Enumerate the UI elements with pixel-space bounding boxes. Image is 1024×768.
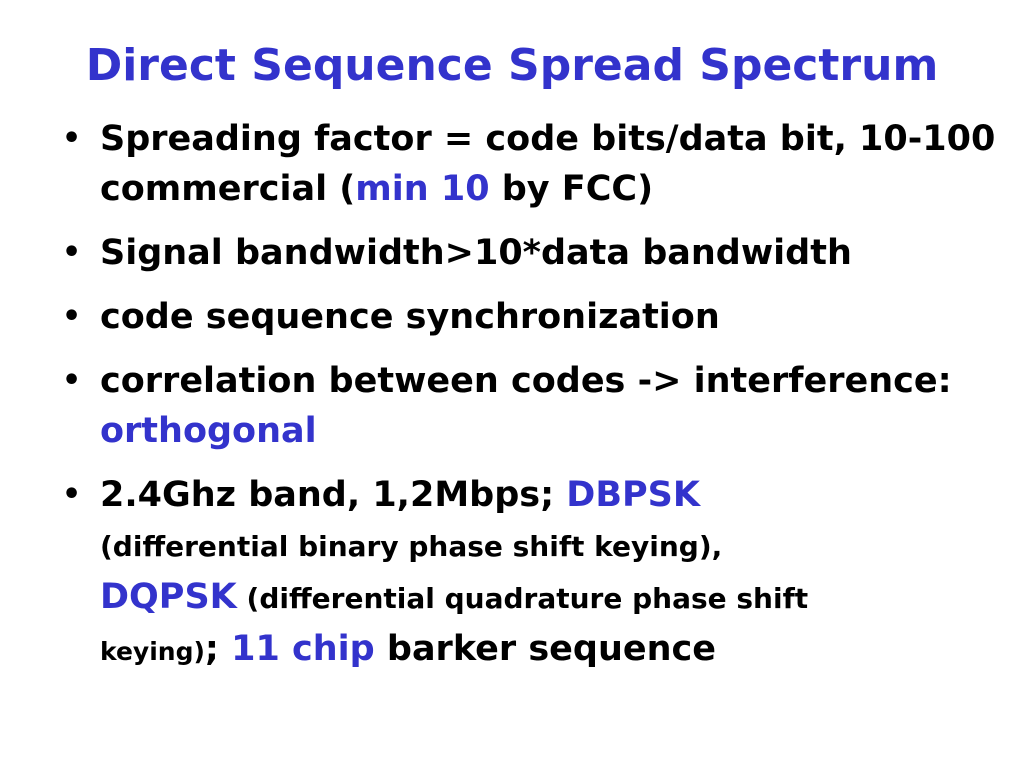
bullet-text: correlation between codes -> interferenc… [100, 361, 952, 401]
bullet-highlight: orthogonal [100, 411, 317, 451]
bullet-text: barker sequence [374, 629, 717, 669]
slide-title: Direct Sequence Spread Spectrum [85, 40, 939, 91]
bullet-text: code sequence synchronization [100, 297, 720, 337]
bullet-highlight: 11 chip [231, 629, 375, 669]
bullet-highlight: min 10 [355, 169, 490, 209]
bullet-highlight: DBPSK [566, 475, 700, 515]
bullet-highlight: DQPSK [100, 577, 237, 617]
bullet-list: • Spreading factor = code bits/data bit,… [62, 114, 1002, 691]
bullet-text-small: keying) [100, 637, 205, 666]
bullet-dot: • [62, 363, 82, 398]
bullet-text: ; [204, 629, 232, 669]
bullet-text-small: (differential quadrature phase shift [236, 582, 809, 615]
bullet-dot: • [62, 121, 82, 156]
bullet-spreading-factor: • Spreading factor = code bits/data bit,… [62, 114, 1002, 214]
bullet-modulation: • 2.4Ghz band, 1,2Mbps; DBPSK (different… [62, 470, 1002, 677]
bullet-text: by FCC) [489, 169, 654, 209]
bullet-text: 2.4Ghz band, 1,2Mbps; [100, 475, 567, 515]
bullet-signal-bandwidth: • Signal bandwidth>10*data bandwidth [62, 228, 1002, 278]
bullet-dot: • [62, 235, 82, 270]
bullet-text: Spreading factor = code bits/data bit, 1… [100, 119, 996, 209]
bullet-dot: • [62, 299, 82, 334]
bullet-text-small: (differential binary phase shift keying)… [100, 530, 723, 563]
bullet-dot: • [62, 477, 82, 512]
bullet-text: Signal bandwidth>10*data bandwidth [100, 233, 852, 273]
bullet-code-sync: • code sequence synchronization [62, 292, 1002, 342]
bullet-correlation: • correlation between codes -> interfere… [62, 356, 1002, 456]
